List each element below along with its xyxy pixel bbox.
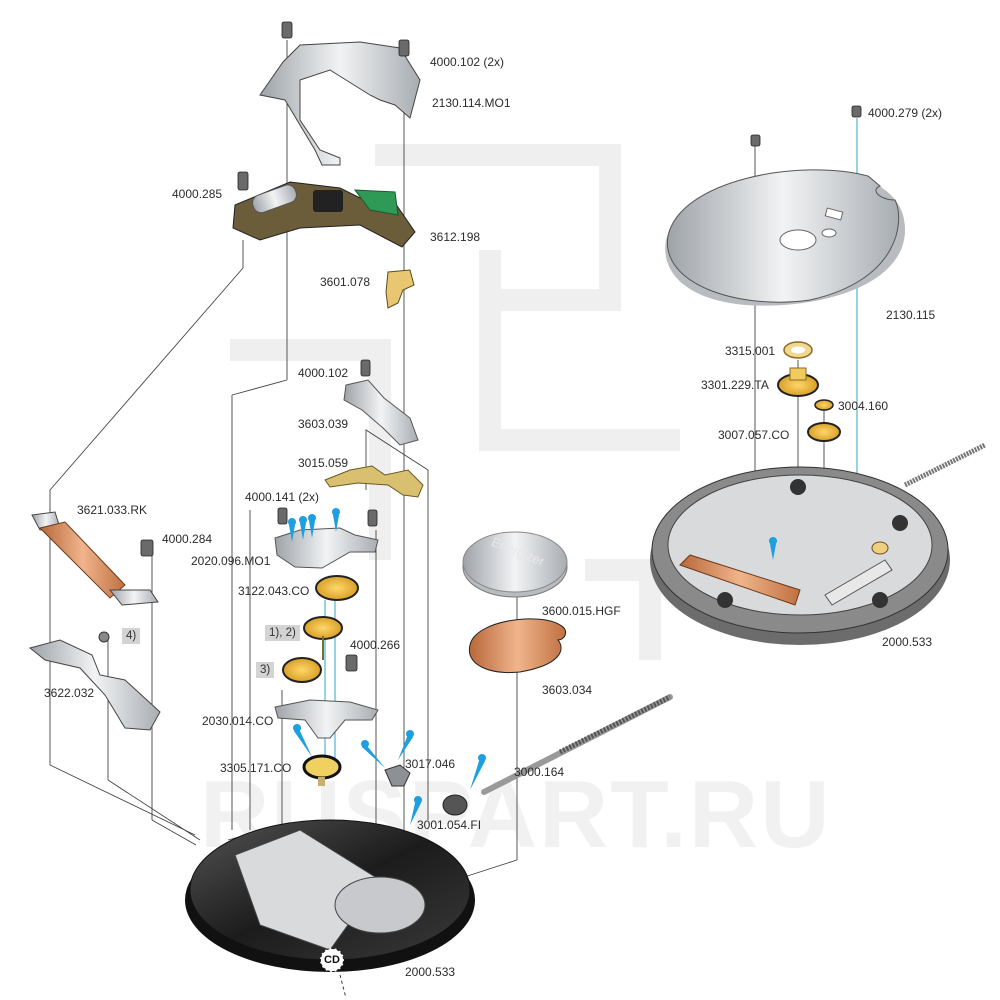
clutch-part — [442, 794, 468, 816]
setting-lever-part — [324, 465, 424, 498]
yoke-part — [384, 764, 411, 787]
label-2030-014-co: 2030.014.CO — [202, 714, 274, 728]
label-3007-057-co: 3007.057.CO — [718, 428, 790, 442]
note-1-2: 1), 2) — [265, 625, 300, 641]
label-3017-046: 3017.046 — [405, 757, 456, 771]
label-4000-284: 4000.284 — [162, 532, 213, 546]
battery-part — [462, 531, 568, 598]
label-4000-285: 4000.285 — [172, 187, 223, 201]
label-3601-078: 3601.078 — [320, 275, 371, 289]
label-4000-102-2x: 4000.102 (2x) — [430, 55, 505, 69]
train-bridge-part — [274, 527, 379, 569]
wheel-3-part — [282, 657, 322, 683]
label-2000-533-left: 2000.533 — [405, 965, 456, 979]
label-3603-039: 3603.039 — [298, 417, 349, 431]
lever-spring-part — [343, 379, 419, 446]
cd-marker: CD — [320, 948, 344, 972]
label-3600-015-hgf: 3600.015.HGF — [542, 604, 621, 618]
label-2000-533-right: 2000.533 — [882, 635, 933, 649]
rotor-part — [302, 754, 342, 780]
label-2130-114-mo1: 2130.114.MO1 — [432, 96, 511, 110]
note-3: 3) — [256, 662, 275, 678]
label-3621-033-rk: 3621.033.RK — [77, 503, 148, 517]
label-4000-102: 4000.102 — [298, 366, 349, 380]
background-frame — [230, 144, 680, 660]
mainplate-left-part — [185, 819, 475, 972]
wheel-12-part — [303, 616, 343, 640]
label-4000-279-2x: 4000.279 (2x) — [868, 106, 943, 120]
label-3622-032: 3622.032 — [44, 686, 95, 700]
leader-lines — [49, 40, 825, 881]
wheel-3122-part — [315, 575, 359, 601]
coil-bridge-part — [28, 639, 161, 731]
coil-part — [31, 511, 159, 606]
label-3305-171-co: 3305.171.CO — [220, 761, 292, 775]
label-4000-141-2x: 4000.141 (2x) — [245, 490, 320, 504]
minute-pinion-part — [814, 399, 834, 411]
rotor-bridge-part — [274, 699, 379, 739]
circuit-module-part — [232, 181, 416, 248]
label-3122-043-co: 3122.043.CO — [238, 584, 310, 598]
mainplate-right-part — [650, 442, 987, 645]
insulator-part — [468, 618, 567, 674]
label-3612-198: 3612.198 — [430, 230, 481, 244]
label-3000-164: 3000.164 — [514, 765, 565, 779]
label-3301-229-ta: 3301.229.TA — [701, 378, 769, 392]
screw-icon — [140, 21, 862, 672]
label-3015-059: 3015.059 — [298, 456, 349, 470]
label-3004-160: 3004.160 — [838, 399, 889, 413]
note-4: 4) — [122, 628, 141, 644]
label-4000-266: 4000.266 — [350, 638, 401, 652]
label-3315-001: 3315.001 — [725, 344, 776, 358]
stem-part — [481, 694, 673, 795]
axis-line — [339, 974, 347, 999]
contact-spring-part — [385, 269, 415, 309]
lubricant-drops — [288, 508, 777, 825]
dial-plate-part — [665, 169, 905, 306]
label-2130-115: 2130.115 — [886, 308, 936, 322]
label-3603-034: 3603.034 — [542, 683, 593, 697]
label-3001-054-fi: 3001.054.FI — [417, 818, 482, 832]
label-2020-096-mo1: 2020.096.MO1 — [191, 554, 271, 568]
setting-wheel-part — [807, 422, 841, 442]
